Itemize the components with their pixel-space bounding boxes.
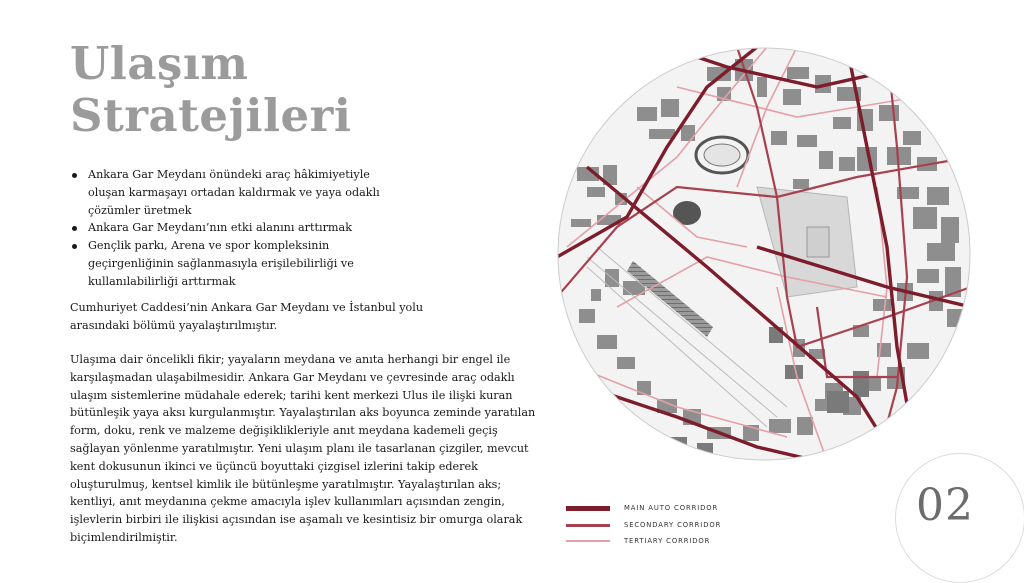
page-number: 02 xyxy=(916,480,974,531)
paragraph-pedestrianization: Cumhuriyet Caddesi’nin Ankara Gar Meydan… xyxy=(70,301,424,332)
legend-swatch-secondary xyxy=(566,523,610,527)
bullet-item: Ankara Gar Meydanı’nın etki alanını artt… xyxy=(70,219,400,237)
bullet-item: Gençlik parkı, Arena ve spor kompleksini… xyxy=(70,237,400,290)
map-legend: MAIN AUTO CORRIDOR SECONDARY CORRIDOR TE… xyxy=(562,502,728,550)
legend-label-tertiary: TERTIARY CORRIDOR xyxy=(624,537,711,545)
map-svg xyxy=(557,47,971,461)
legend-label-secondary: SECONDARY CORRIDOR xyxy=(624,521,722,529)
strategy-bullet-list: Ankara Gar Meydanı önündeki araç hâkimiy… xyxy=(70,166,400,291)
legend-swatch-tertiary xyxy=(566,540,610,542)
legend-item-secondary: SECONDARY CORRIDOR xyxy=(566,521,721,529)
legend-label-main: MAIN AUTO CORRIDOR xyxy=(624,504,719,512)
legend-swatch-main xyxy=(566,505,610,511)
tertiary-corridor-lines xyxy=(566,48,918,460)
legend-item-main: MAIN AUTO CORRIDOR xyxy=(566,504,718,512)
secondary-corridor-lines xyxy=(558,48,970,460)
paragraph-strategy-description: Ulaşıma dair öncelikli fikir; yayaların … xyxy=(70,353,536,544)
transport-map xyxy=(557,47,971,461)
title-line-2: Stratejileri xyxy=(70,89,352,142)
legend-item-tertiary: TERTIARY CORRIDOR xyxy=(566,537,710,545)
page-title: Ulaşım Stratejileri xyxy=(70,38,351,142)
bullet-item: Ankara Gar Meydanı önündeki araç hâkimiy… xyxy=(70,166,400,219)
title-line-1: Ulaşım xyxy=(70,37,249,90)
